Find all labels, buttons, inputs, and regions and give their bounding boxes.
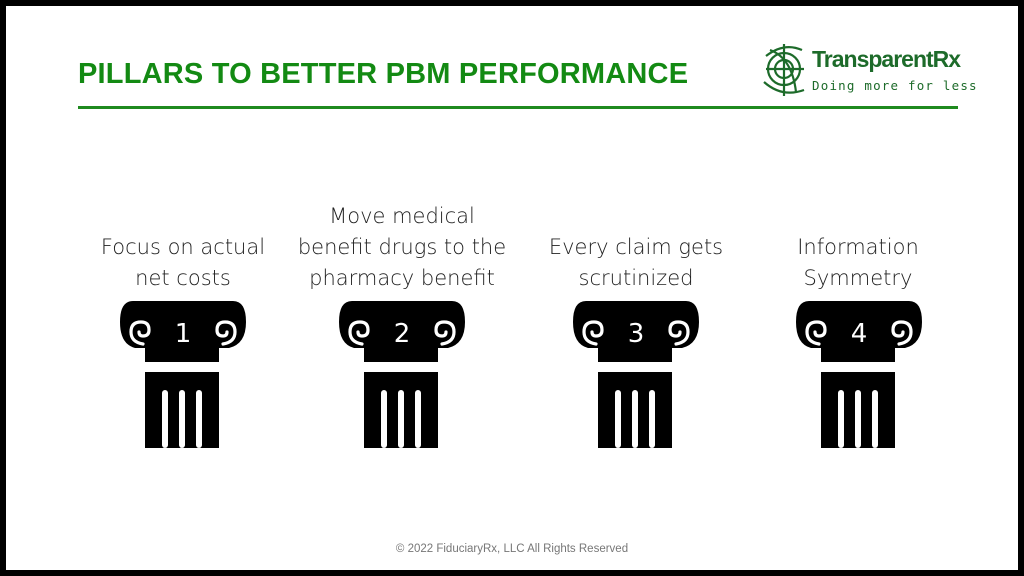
logo-tagline: Doing more for less	[812, 78, 978, 93]
svg-text:4: 4	[851, 319, 868, 349]
svg-text:3: 3	[628, 319, 645, 349]
pillar-1-label: Focus on actual net costs	[100, 235, 266, 290]
transparentrx-logo: TransparentRx Doing more for less	[762, 36, 977, 102]
pillar-2-label: Move medical benefit drugs to the pharma…	[297, 204, 507, 290]
target-globe-icon	[763, 44, 805, 96]
pillar-column-icon: 3	[573, 301, 699, 448]
pillar-4-label: Information Symmetry	[797, 235, 919, 290]
pillar-column-icon: 1	[120, 301, 246, 448]
svg-text:1: 1	[175, 319, 192, 349]
slide: PILLARS TO BETTER PBM PERFORMANCE Transp…	[6, 6, 1018, 570]
title-divider	[78, 106, 958, 109]
pillar-column-icon: 4	[796, 301, 922, 448]
pillar-column-icon: 2	[339, 301, 465, 448]
svg-text:2: 2	[394, 319, 411, 349]
logo-name: TransparentRx	[812, 46, 961, 72]
copyright-footer: © 2022 FiduciaryRx, LLC All Rights Reser…	[395, 543, 629, 555]
pillar-3-label: Every claim gets scrutinized	[548, 235, 724, 290]
slide-title: PILLARS TO BETTER PBM PERFORMANCE	[78, 58, 689, 90]
